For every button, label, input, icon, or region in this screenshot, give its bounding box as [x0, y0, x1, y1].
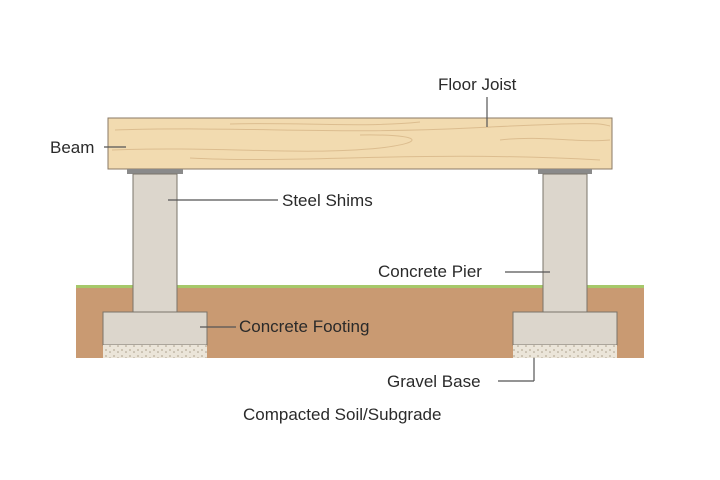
right-pier — [512, 169, 618, 358]
gravel-base-label: Gravel Base — [387, 372, 481, 391]
concrete-footing-label: Concrete Footing — [239, 317, 370, 336]
right-footing — [512, 311, 618, 346]
concrete-pier-label: Concrete Pier — [378, 262, 482, 281]
left-footing — [102, 311, 208, 346]
steel-shims-label: Steel Shims — [282, 191, 373, 210]
subgrade-label: Compacted Soil/Subgrade — [243, 405, 442, 424]
floor-joist-label: Floor Joist — [438, 75, 517, 94]
leader-lines — [104, 97, 550, 382]
left-pier — [102, 169, 208, 358]
left-steel-shim — [127, 169, 183, 174]
right-gravel — [513, 345, 617, 358]
beam-label: Beam — [50, 138, 95, 157]
right-steel-shim — [538, 169, 592, 174]
beam — [107, 117, 613, 170]
left-gravel — [103, 345, 207, 358]
